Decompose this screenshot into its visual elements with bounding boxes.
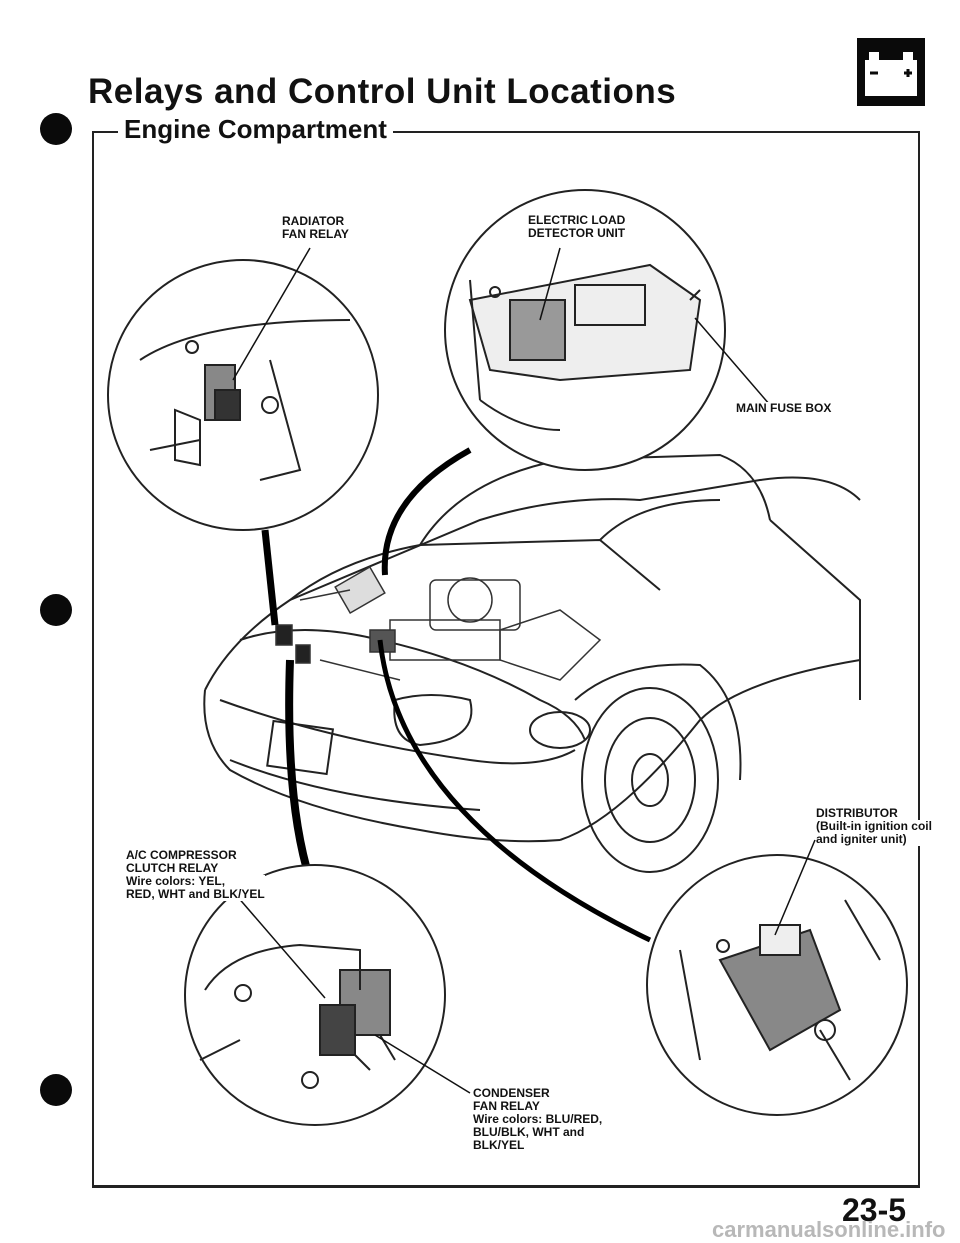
label-ac-compressor-wire-colors: Wire colors: YEL, RED, WHT and BLK/YEL [126, 874, 265, 901]
callout-radiator-fan-relay [107, 259, 379, 531]
page-number: 23-5 [842, 1192, 907, 1228]
leader-curve [377, 639, 652, 943]
label-main-fuse-box: MAIN FUSE BOX [736, 401, 832, 415]
label-condenser-fan-relay: CONDENSER FAN RELAY [473, 1086, 550, 1113]
label-electric-load-detector-unit: ELECTRIC LOAD DETECTOR UNIT [528, 213, 626, 240]
callout-ac-condenser-relays [184, 864, 446, 1126]
callout-distributor [646, 854, 908, 1116]
leader-curve [285, 659, 314, 882]
section-frame [92, 131, 920, 1188]
bullet-dot-icon [40, 594, 72, 626]
bullet-dot-icon [40, 113, 72, 145]
label-radiator-fan-relay: RADIATOR FAN RELAY [282, 214, 349, 241]
leader-curve [381, 447, 472, 576]
leader-curve [261, 529, 279, 626]
page-title: Relays and Control Unit Locations [88, 72, 677, 111]
label-ac-compressor-clutch-relay: A/C COMPRESSOR CLUTCH RELAY [126, 848, 237, 875]
label-condenser-wire-colors: Wire colors: BLU/RED, BLU/BLK, WHT and B… [473, 1112, 603, 1152]
watermark: carmanualsonline.info [712, 1217, 946, 1242]
label-distributor: DISTRIBUTOR [816, 806, 898, 820]
engine-bay-illustration [275, 565, 602, 681]
bullet-dot-icon [40, 1074, 72, 1106]
battery-icon [857, 38, 925, 106]
callout-electric-load-detector [444, 189, 726, 471]
section-heading: Engine Compartment [118, 114, 393, 145]
wheel-illustration [574, 663, 742, 873]
label-distributor-note: (Built-in ignition coil and igniter unit… [816, 819, 932, 846]
